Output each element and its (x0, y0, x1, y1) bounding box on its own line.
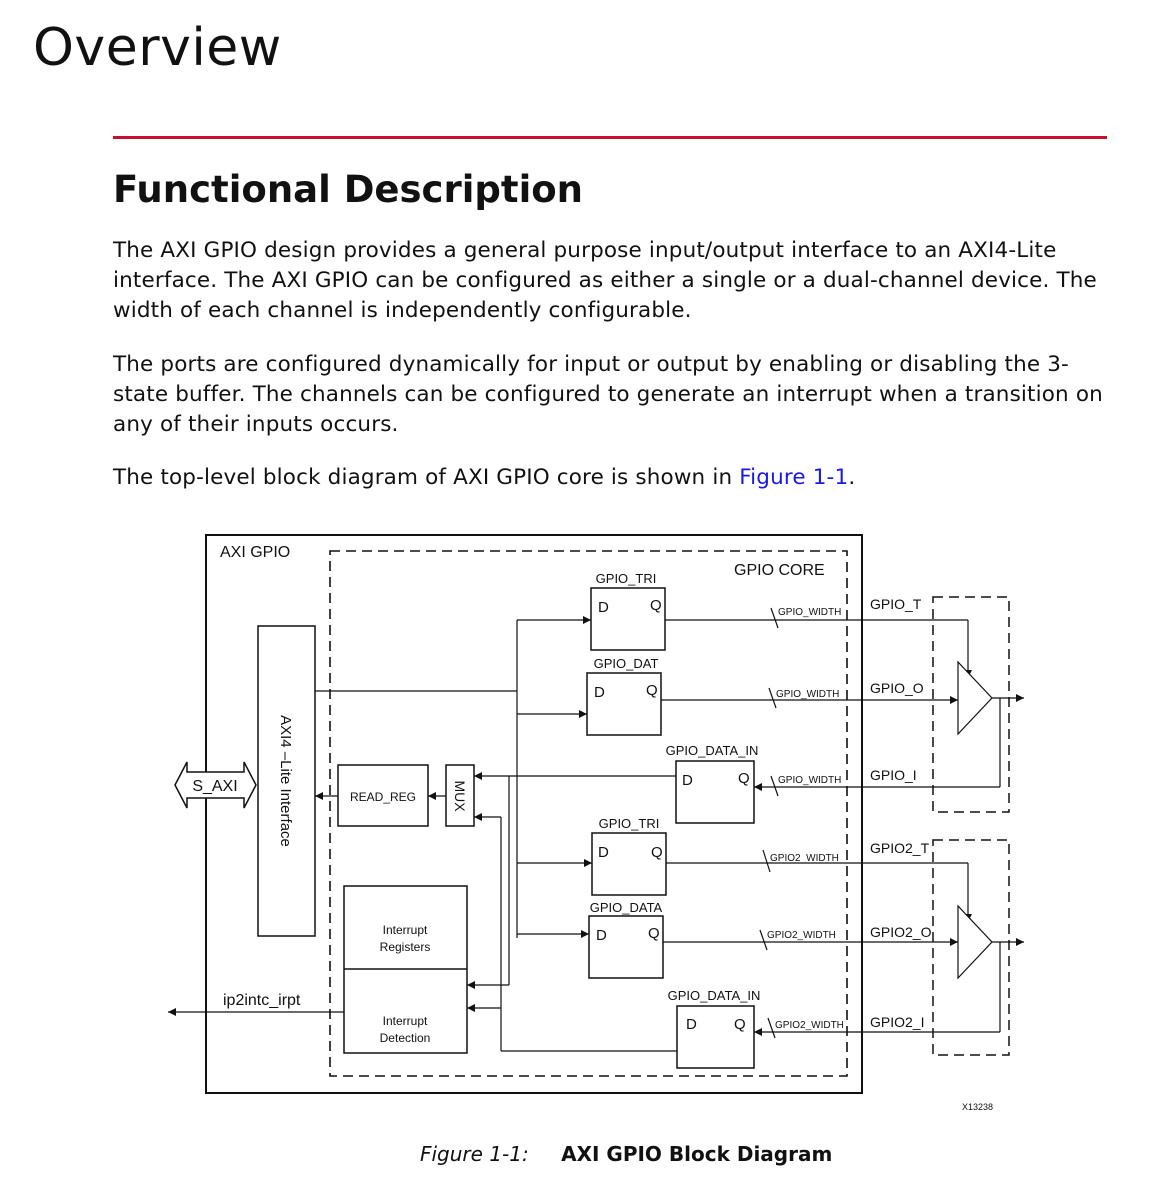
axi-lite-interface (257, 625, 316, 937)
register-gpio2-data-in: GPIO_DATA_IN D Q (668, 988, 761, 1069)
port-gpio-o: GPIO_O (870, 680, 924, 696)
buffer1-dashed-box (932, 596, 1010, 813)
svg-text:D: D (686, 1016, 697, 1033)
svg-text:D: D (596, 927, 607, 944)
svg-text:GPIO_TRI: GPIO_TRI (596, 571, 657, 586)
axi-gpio-box (205, 534, 863, 1094)
width-label-6: GPIO2_WIDTH (775, 1020, 844, 1031)
buffer2-dashed-box (932, 839, 1010, 1056)
width-label-2: GPIO_WIDTH (776, 689, 839, 700)
register-gpio2-data: GPIO_DATA D Q (588, 900, 664, 979)
svg-text:GPIO_DAT: GPIO_DAT (594, 656, 659, 671)
internal-wiring (315, 616, 677, 1052)
channel1-wiring (661, 607, 1024, 797)
axi-gpio-label: AXI GPIO (220, 544, 290, 561)
width-label-3: GPIO_WIDTH (778, 775, 841, 786)
width-label-5: GPIO2_WIDTH (767, 930, 836, 941)
svg-text:Q: Q (734, 1016, 746, 1033)
mux-label: MUX (452, 780, 468, 812)
figure-caption: Figure 1-1: AXI GPIO Block Diagram (420, 1142, 832, 1166)
svg-text:D: D (594, 684, 605, 701)
caption-label: Figure 1-1: (420, 1142, 529, 1166)
int-reg-line1: Interrupt (383, 923, 428, 937)
svg-text:GPIO_TRI: GPIO_TRI (599, 816, 660, 831)
s-axi-arrow (174, 761, 257, 809)
port-gpio2-i: GPIO2_I (870, 1014, 924, 1030)
gpio-core-label: GPIO CORE (734, 562, 825, 579)
svg-text:Q: Q (738, 770, 750, 787)
svg-text:GPIO_DATA_IN: GPIO_DATA_IN (668, 988, 761, 1003)
int-det-line1: Interrupt (383, 1014, 428, 1028)
s-axi-label: S_AXI (192, 778, 237, 795)
svg-text:Q: Q (646, 682, 658, 699)
axi-gpio-block-diagram: AXI GPIO GPIO CORE S_AXI AXI4 –Lite Inte… (168, 534, 1024, 1112)
register-gpio-tri: GPIO_TRI D Q (590, 571, 666, 651)
port-gpio2-t: GPIO2_T (870, 840, 930, 856)
svg-text:GPIO_DATA_IN: GPIO_DATA_IN (666, 743, 759, 758)
axi-lite-label: AXI4 –Lite Interface (277, 715, 294, 847)
port-gpio-t: GPIO_T (870, 596, 922, 612)
channel2-wiring (663, 849, 1024, 1039)
svg-text:D: D (598, 844, 609, 861)
figure-id: X13238 (962, 1102, 993, 1112)
read-reg-label: READ_REG (350, 790, 416, 804)
section-title: Functional Description (113, 168, 584, 211)
int-reg-line2: Registers (380, 940, 431, 954)
svg-text:D: D (682, 772, 693, 789)
irpt-label: ip2intc_irpt (223, 992, 301, 1009)
svg-text:Q: Q (650, 597, 662, 614)
svg-text:GPIO_DATA: GPIO_DATA (590, 900, 663, 915)
width-label-1: GPIO_WIDTH (778, 607, 841, 618)
port-gpio-i: GPIO_I (870, 767, 917, 783)
section-divider (113, 136, 1107, 139)
register-gpio-data: GPIO_DAT D Q (586, 656, 662, 736)
paragraph-2: The ports are configured dynamically for… (113, 352, 1103, 437)
paragraph-3-text: The top-level block diagram of AXI GPIO … (113, 465, 740, 490)
caption-title: AXI GPIO Block Diagram (561, 1142, 833, 1166)
register-gpio-data-in: GPIO_DATA_IN D Q (666, 743, 759, 824)
register-gpio2-tri: GPIO_TRI D Q (591, 816, 667, 896)
paragraph-3: The top-level block diagram of AXI GPIO … (113, 463, 1113, 493)
figure-link[interactable]: Figure 1-1 (739, 465, 849, 490)
svg-text:Q: Q (651, 844, 663, 861)
page-heading: Overview (33, 18, 282, 78)
svg-text:Q: Q (648, 925, 660, 942)
svg-text:D: D (598, 599, 609, 616)
int-det-line2: Detection (380, 1031, 431, 1045)
port-gpio2-o: GPIO2_O (870, 924, 932, 940)
paragraph-1: The AXI GPIO design provides a general p… (113, 238, 1097, 323)
gpio-core-box (329, 550, 848, 1077)
paragraph-3-end: . (848, 465, 856, 490)
width-label-4: GPIO2_WIDTH (770, 853, 839, 864)
